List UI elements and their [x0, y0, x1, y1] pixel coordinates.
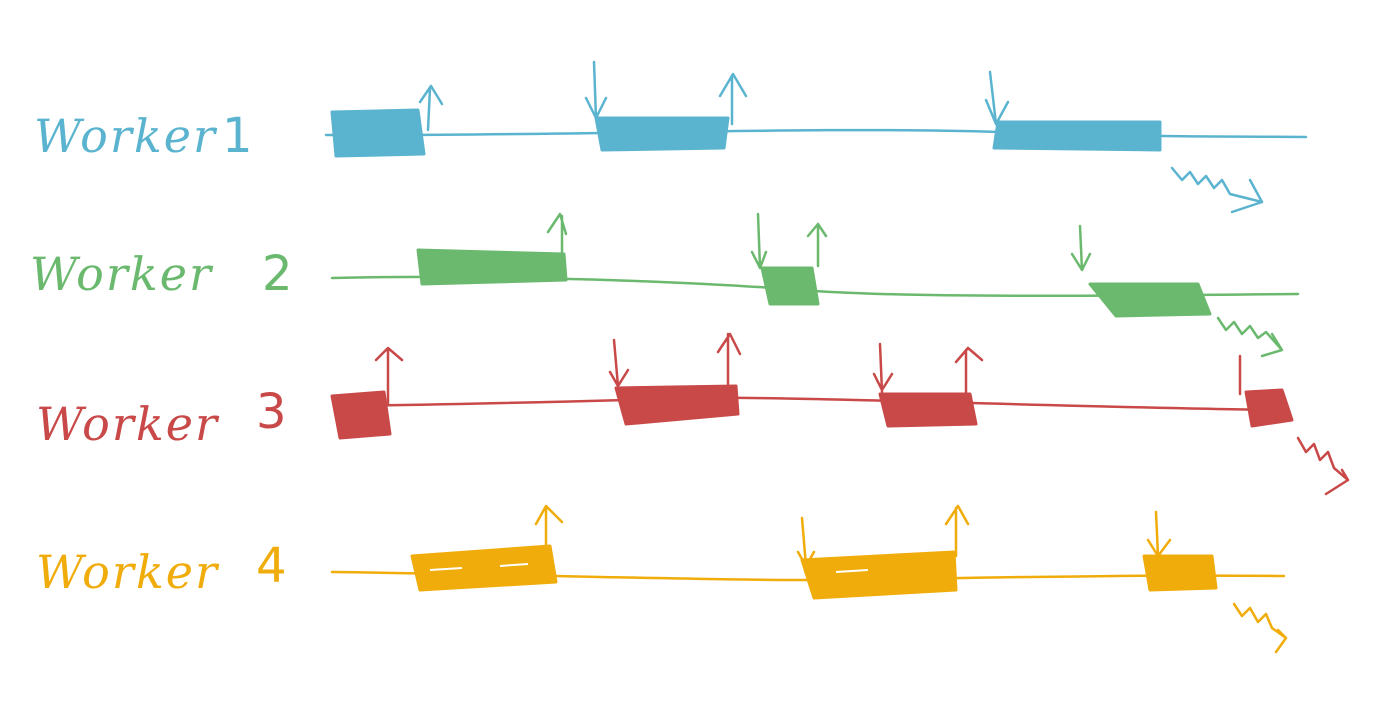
- worker-4-down-arrow-1: [796, 516, 816, 568]
- worker-row-2: Worker 2: [30, 212, 1300, 358]
- worker-1-down-arrow-2: [984, 70, 1010, 126]
- worker-1-up-arrow-1: [418, 84, 444, 132]
- worker-4-up-arrow-1: [534, 504, 564, 558]
- worker-3-up-arrow-1: [374, 346, 404, 406]
- worker-2-down-arrow-2: [1070, 224, 1092, 272]
- worker-2-up-arrow-1: [546, 212, 568, 278]
- worker-1-task-3: [992, 120, 1162, 152]
- worker-2-task-3: [1088, 282, 1212, 318]
- worker-row-1: Worker 1: [34, 60, 1308, 214]
- worker-3-task-2: [614, 384, 740, 426]
- worker-4-task-2: [800, 550, 958, 600]
- worker-3-number: 3: [256, 384, 287, 440]
- worker-2-task-2: [760, 266, 820, 306]
- worker-row-4: Worker 4: [36, 504, 1288, 654]
- worker-row-3: Worker 3: [36, 332, 1350, 496]
- worker-4-label: Worker: [36, 545, 220, 599]
- worker-1-down-arrow-1: [584, 60, 608, 120]
- worker-4-task-1-highlight: [429, 563, 529, 571]
- worker-1-label: Worker: [34, 109, 218, 163]
- worker-4-continuation-squiggle: [1232, 602, 1288, 654]
- worker-3-continuation-squiggle: [1296, 436, 1350, 496]
- worker-1-continuation-squiggle: [1170, 166, 1264, 214]
- worker-2-number: 2: [262, 246, 293, 302]
- worker-4-down-arrow-2: [1146, 510, 1172, 558]
- worker-3-up-arrow-3: [954, 346, 984, 394]
- worker-2-up-arrow-2: [806, 222, 828, 268]
- worker-3-task-1: [330, 390, 392, 440]
- worker-3-task-4: [1244, 388, 1294, 428]
- worker-4-task-1: [410, 544, 558, 592]
- worker-2-label: Worker: [30, 247, 214, 301]
- worker-2-down-arrow-1: [750, 212, 768, 270]
- worker-2-task-1: [416, 248, 568, 286]
- worker-1-task-1: [330, 108, 426, 158]
- worker-4-number: 4: [256, 538, 287, 594]
- worker-4-up-arrow-2: [944, 504, 970, 558]
- worker-3-timeline: [334, 396, 1282, 412]
- worker-1-up-arrow-2: [718, 72, 748, 126]
- worker-1-number: 1: [222, 108, 253, 164]
- worker-2-continuation-squiggle: [1216, 316, 1284, 358]
- worker-4-task-3: [1142, 554, 1218, 592]
- worker-1-timeline: [324, 128, 1308, 139]
- worker-3-task-3: [878, 392, 978, 428]
- worker-3-down-arrow-2: [872, 342, 894, 394]
- worker-3-up-arrow-2: [716, 332, 742, 386]
- worker-3-label: Worker: [36, 397, 220, 451]
- worker-3-down-arrow-1: [608, 338, 630, 388]
- worker-1-task-2: [594, 116, 730, 152]
- worker-4-task-2-highlight: [835, 569, 869, 573]
